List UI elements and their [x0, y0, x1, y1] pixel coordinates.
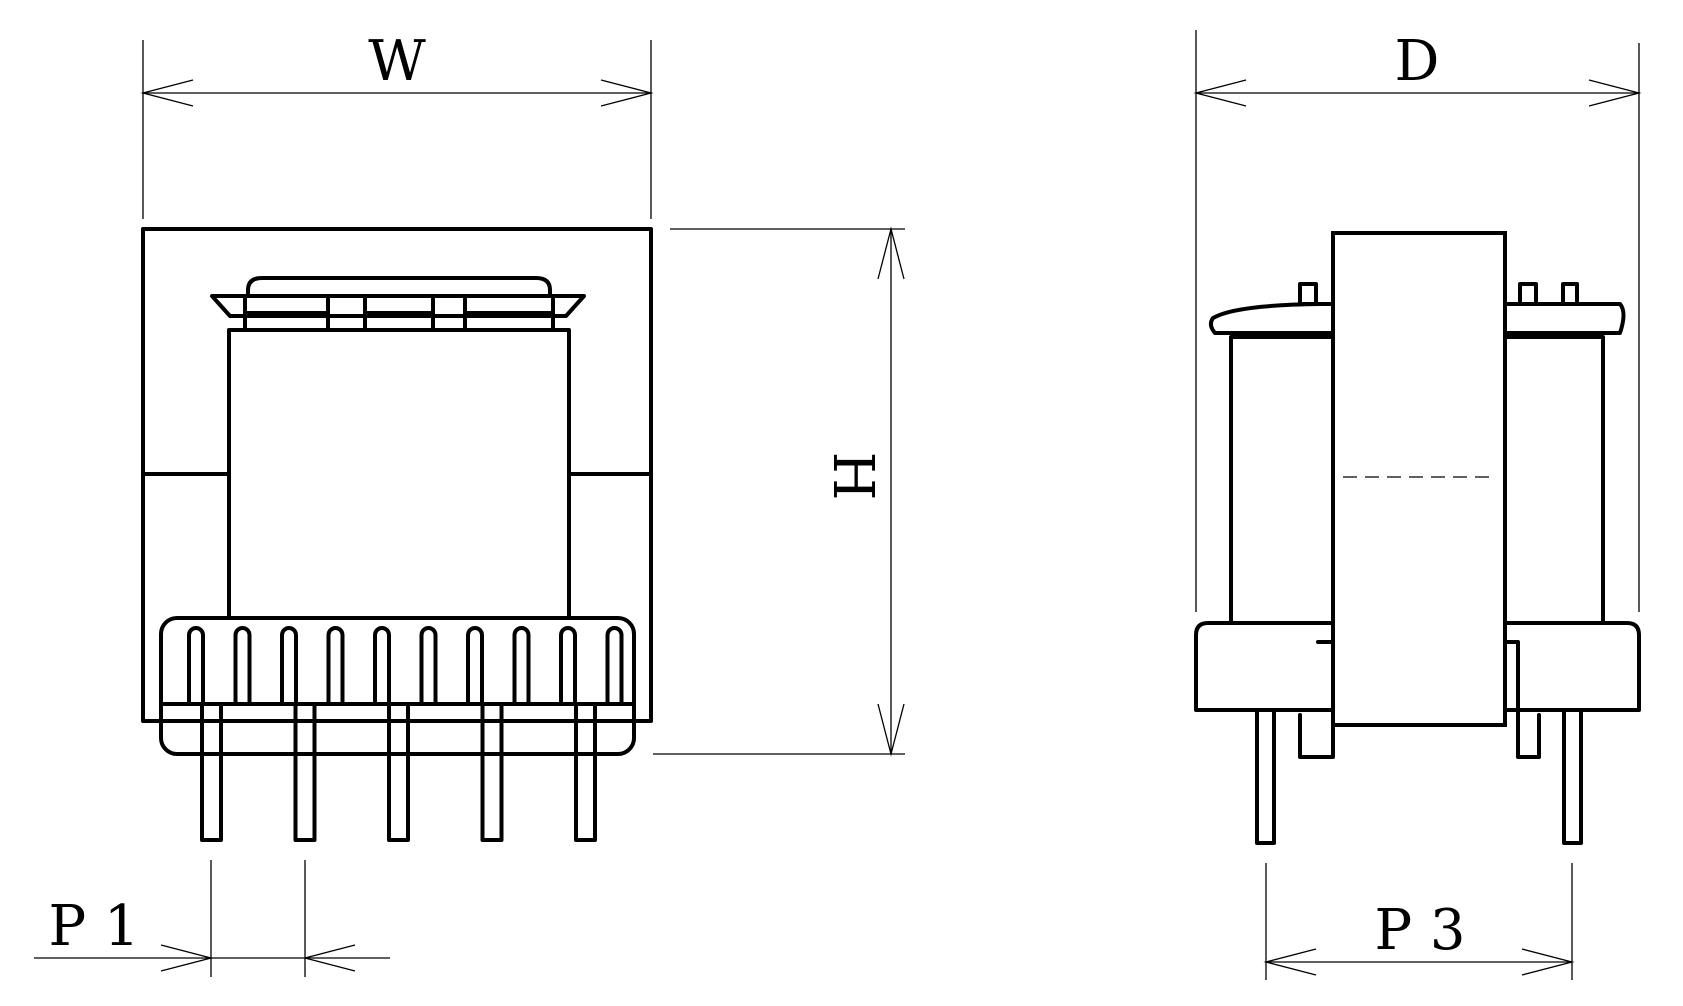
- front-slot: [466, 626, 484, 706]
- depth-dimension: D: [1193, 29, 1642, 612]
- side-pin-2: [1562, 708, 1583, 845]
- front-top-flange: [210, 294, 586, 318]
- side-top-tab-1: [1298, 282, 1318, 306]
- width-label: W: [368, 29, 426, 94]
- height-label: H: [820, 452, 885, 501]
- width-dimension: W: [140, 29, 654, 219]
- side-top-tab-2: [1518, 282, 1538, 306]
- pin-pitch-side-label: P 3: [1374, 898, 1465, 963]
- front-pin: [200, 702, 223, 842]
- front-pins: [200, 702, 597, 842]
- side-inner-leg-left: [1298, 640, 1335, 759]
- side-top-flange: [1208, 302, 1626, 335]
- side-view: [1194, 231, 1641, 845]
- side-inner-leg-right: [1501, 640, 1541, 759]
- front-slot: [373, 626, 391, 706]
- pin-pitch-front-label: P 1: [48, 894, 139, 959]
- pin-pitch-side-dimension: P 3: [1263, 863, 1575, 980]
- height-dimension: H: [653, 226, 905, 757]
- front-view: [141, 227, 653, 842]
- front-slot: [326, 626, 345, 706]
- pin-pitch-front-dimension: P 1: [34, 860, 390, 977]
- front-pin: [387, 702, 410, 842]
- front-pin: [574, 702, 597, 842]
- front-slot: [233, 626, 252, 706]
- side-top-tab-3: [1561, 282, 1579, 306]
- front-bobbin-body: [227, 328, 571, 620]
- front-pin: [480, 702, 504, 842]
- front-pin: [293, 702, 317, 842]
- side-base: [1194, 621, 1641, 712]
- side-pin-1: [1255, 708, 1276, 845]
- front-slot: [280, 626, 298, 706]
- front-top-rim: [246, 276, 552, 298]
- front-slot: [419, 626, 438, 706]
- front-slot: [512, 626, 531, 706]
- front-terminal-base: [159, 616, 636, 756]
- front-slot: [559, 626, 577, 706]
- front-slot: [605, 626, 624, 706]
- front-slot: [187, 626, 205, 706]
- front-slots: [187, 626, 624, 706]
- depth-label: D: [1395, 29, 1440, 94]
- side-core: [1331, 231, 1507, 727]
